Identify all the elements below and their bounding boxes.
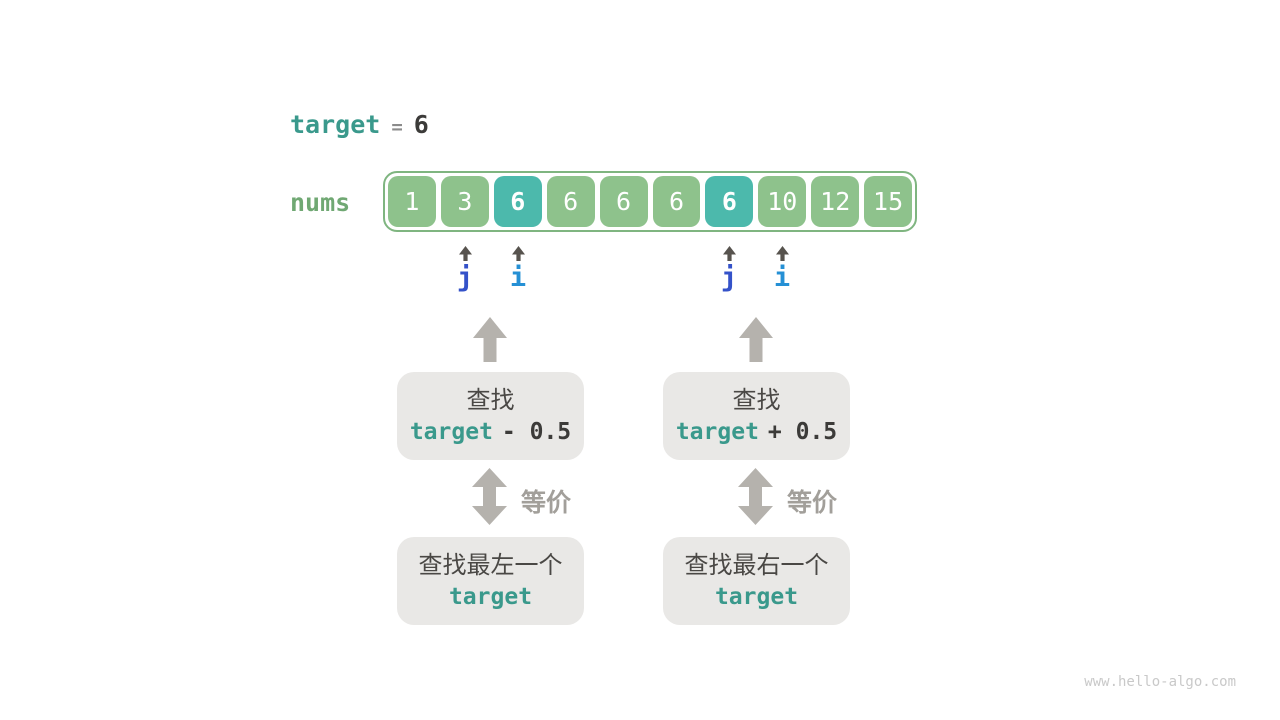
- array-cell: 1: [388, 176, 436, 227]
- pointer-i-right: i: [762, 246, 802, 291]
- target-value: 6: [413, 110, 429, 139]
- array-cell: 6: [493, 176, 542, 227]
- expr-keyword: target: [675, 418, 759, 445]
- equals-sign: =: [391, 116, 403, 138]
- pointer-label-j: j: [456, 262, 474, 293]
- array-cell: 15: [864, 176, 913, 227]
- up-caret-icon: [722, 246, 736, 261]
- result-keyword: target: [448, 583, 533, 610]
- array-cell: 6: [652, 176, 701, 227]
- up-caret-icon: [775, 246, 789, 261]
- equivalence-label: 等价: [521, 489, 572, 517]
- up-caret-icon: [511, 246, 525, 261]
- search-box-left: 查找 target - 0.5: [397, 372, 584, 460]
- array-cell: 10: [758, 176, 807, 227]
- target-keyword: target: [290, 110, 381, 139]
- search-label: 查找: [732, 387, 781, 415]
- array-cell: 6: [599, 176, 648, 227]
- result-label: 查找最左一个: [418, 552, 563, 580]
- pointer-j-right: j: [709, 246, 749, 291]
- array-cell: 6: [705, 176, 754, 227]
- expr-keyword: target: [409, 418, 493, 445]
- result-keyword: target: [714, 583, 799, 610]
- equivalence-label: 等价: [787, 489, 838, 517]
- watermark: www.hello-algo.com: [1084, 674, 1236, 690]
- array-cell: 3: [440, 176, 489, 227]
- up-caret-icon: [458, 246, 472, 261]
- array-cell: 12: [811, 176, 860, 227]
- expr-rest: - 0.5: [501, 418, 572, 445]
- nums-label: nums: [290, 188, 351, 217]
- search-box-right: 查找 target + 0.5: [663, 372, 850, 460]
- pointer-label-i: i: [509, 262, 527, 293]
- array-cell: 6: [546, 176, 595, 227]
- result-label: 查找最右一个: [684, 552, 829, 580]
- search-expression: target + 0.5: [675, 418, 838, 445]
- result-expression: target: [714, 583, 799, 610]
- equivalence-arrow-icon: [472, 468, 507, 525]
- expr-rest: + 0.5: [767, 418, 838, 445]
- result-box-left: 查找最左一个 target: [397, 537, 584, 625]
- pointer-label-i: i: [773, 262, 791, 293]
- target-assignment: target = 6: [290, 110, 429, 139]
- result-expression: target: [448, 583, 533, 610]
- pointer-j-left: j: [445, 246, 485, 291]
- up-arrow-icon: [739, 317, 773, 362]
- up-arrow-icon: [473, 317, 507, 362]
- equivalence-arrow-icon: [738, 468, 773, 525]
- result-box-right: 查找最右一个 target: [663, 537, 850, 625]
- search-expression: target - 0.5: [409, 418, 572, 445]
- pointer-i-left: i: [498, 246, 538, 291]
- pointer-label-j: j: [720, 262, 738, 293]
- search-label: 查找: [466, 387, 515, 415]
